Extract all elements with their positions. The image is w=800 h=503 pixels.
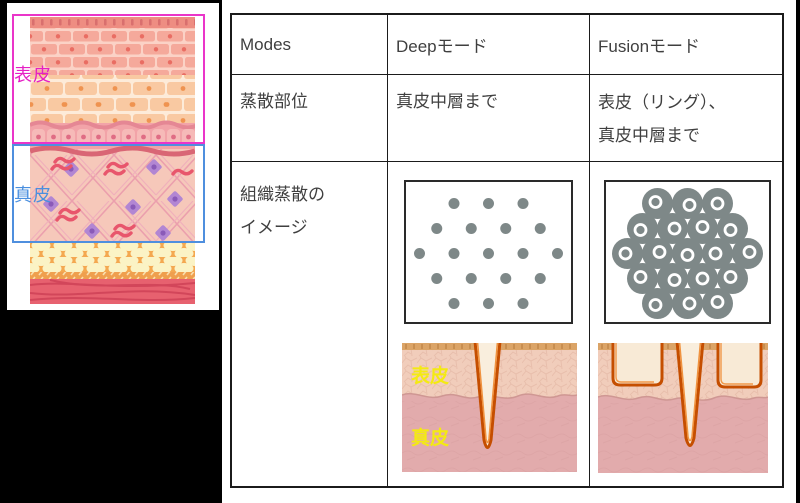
deep-channel xyxy=(473,343,502,449)
header-fusion-label: Fusionモード xyxy=(598,37,701,56)
header-deep-label: Deepモード xyxy=(396,37,488,56)
fat-layer xyxy=(30,242,195,272)
fusion-ablation-illustration xyxy=(598,343,768,473)
basal-cells xyxy=(32,129,195,145)
fusion-vaporization-line2: 真皮中層まで xyxy=(598,126,700,145)
vaporization-site-label: 蒸散部位 xyxy=(240,92,308,111)
dermis-label: 真皮 xyxy=(14,185,52,205)
row-vaporization-fusion-cell: 表皮（リング）、 真皮中層まで xyxy=(590,75,782,162)
fusion-ring-pattern xyxy=(612,188,763,319)
deep-dermis-label: 真皮 xyxy=(411,426,449,449)
comparison-panel: Modes Deepモード Fusionモード 蒸散部位 真皮中層まで 表皮（リ… xyxy=(222,0,796,503)
deep-vaporization-value: 真皮中層まで xyxy=(396,92,498,111)
modes-comparison-table: Modes Deepモード Fusionモード 蒸散部位 真皮中層まで 表皮（リ… xyxy=(230,13,784,488)
header-modes-label: Modes xyxy=(240,34,292,54)
deep-dot-pattern xyxy=(414,198,563,309)
lower-epidermis-layer xyxy=(30,75,195,123)
header-fusion-mode: Fusionモード xyxy=(590,15,782,75)
skin-layers-illustration-card: 表皮 真皮 xyxy=(7,3,219,310)
skin-cross-section-illustration xyxy=(30,17,195,304)
fusion-deep-channel xyxy=(675,343,705,447)
header-deep-mode: Deepモード xyxy=(388,15,590,75)
deep-image-cell: 表皮 真皮 xyxy=(388,162,590,486)
deep-epidermis-label: 表皮 xyxy=(411,364,449,387)
fusion-ring-pattern-box xyxy=(604,180,771,324)
upper-epidermis-layer xyxy=(30,28,195,75)
header-modes: Modes xyxy=(232,15,388,75)
fusion-image-cell xyxy=(590,162,782,486)
tissue-image-label-line2: イメージ xyxy=(240,218,308,237)
deep-ablation-illustration: 表皮 真皮 xyxy=(402,343,577,472)
dermis-vessels xyxy=(50,156,194,238)
epidermis-label: 表皮 xyxy=(14,65,52,85)
row-vaporization-deep-cell: 真皮中層まで xyxy=(388,75,590,162)
dermis-fibroblasts xyxy=(43,159,183,241)
fusion-ring-channels xyxy=(611,343,763,389)
fusion-vaporization-line1: 表皮（リング）、 xyxy=(598,93,726,112)
row-image-label-cell: 組織蒸散の イメージ xyxy=(232,162,388,486)
deep-dot-pattern-box xyxy=(404,180,573,324)
tissue-image-label-line1: 組織蒸散の xyxy=(240,185,325,204)
row-vaporization-label-cell: 蒸散部位 xyxy=(232,75,388,162)
